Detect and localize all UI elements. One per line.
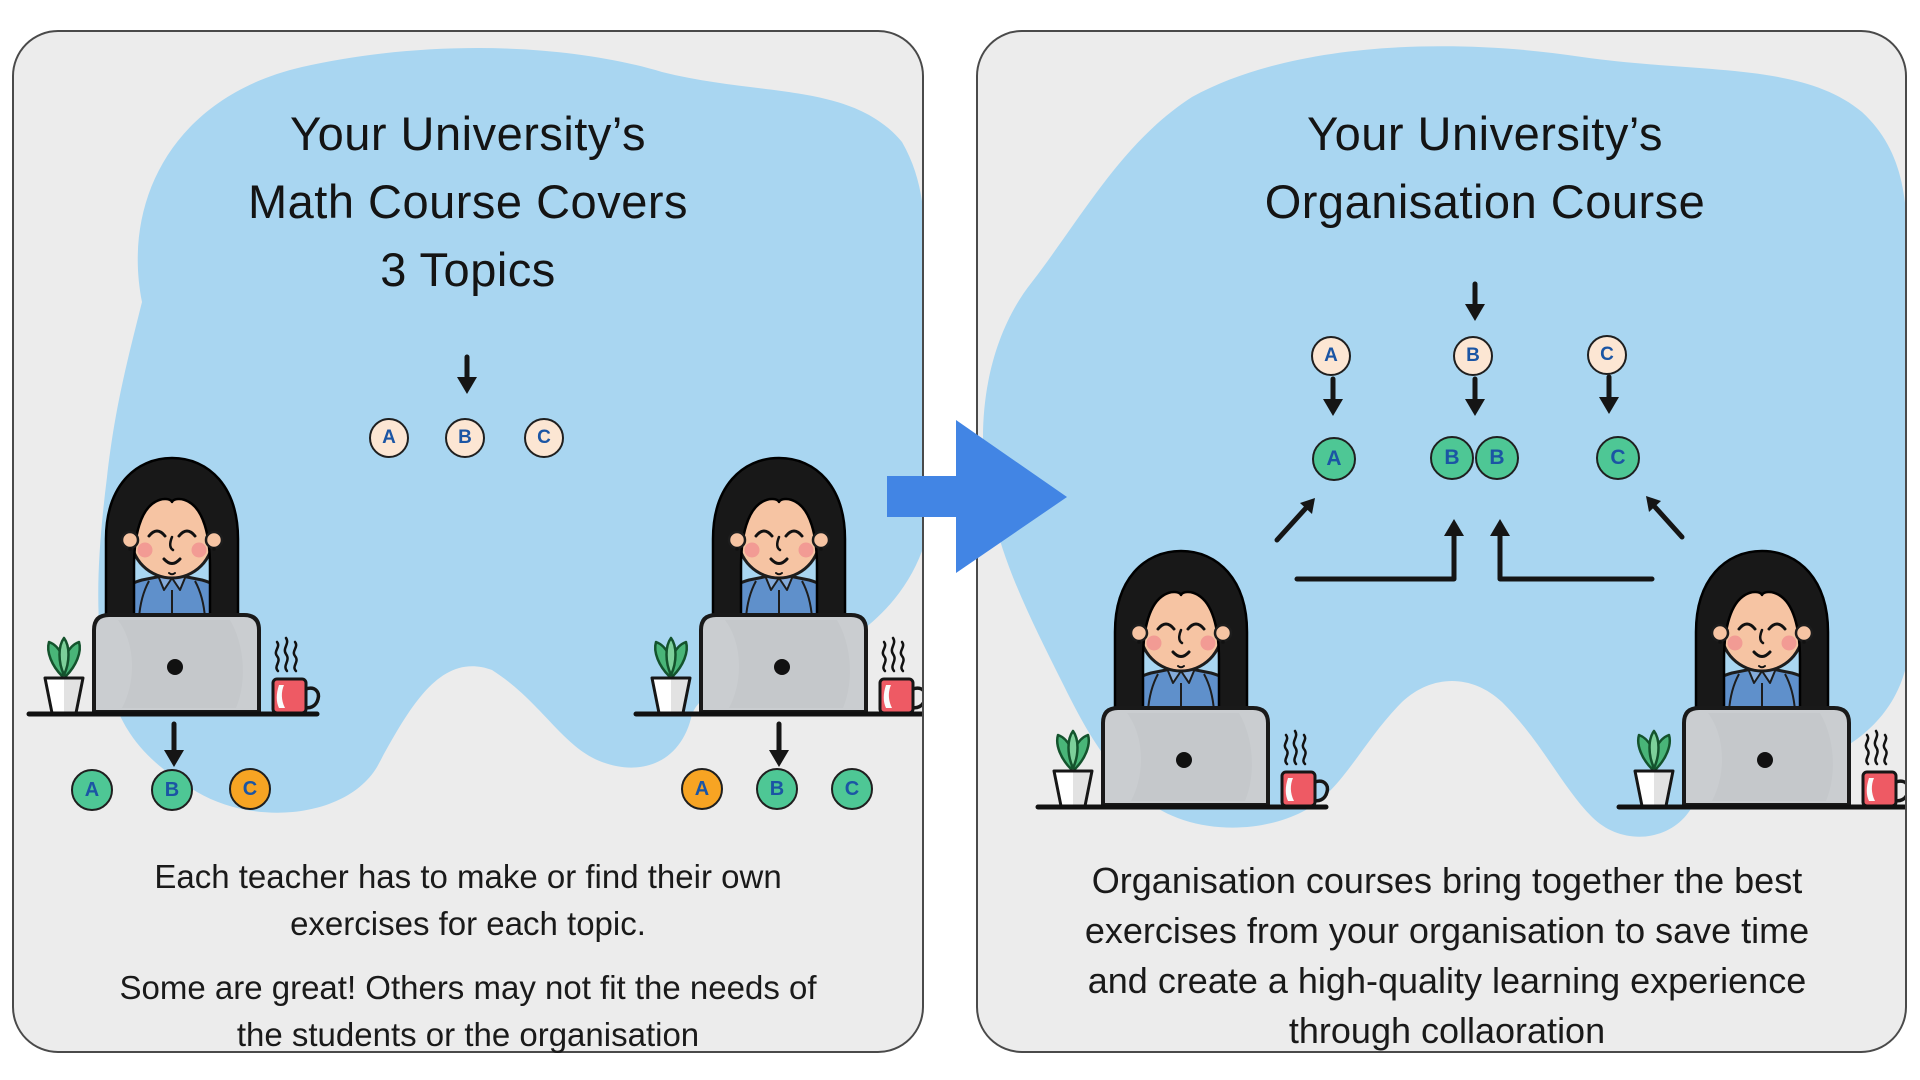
down-arrow-icon <box>457 354 477 394</box>
down-arrow-icon <box>164 721 184 767</box>
topic-circle-a: A <box>369 418 409 458</box>
topic-circle-b: B <box>445 418 485 458</box>
source-topic-circle-c: C <box>1587 335 1627 375</box>
diagonal-arrow-icon <box>1274 498 1315 543</box>
source-topic-circle-b: B <box>1453 336 1493 376</box>
down-arrow-icon <box>1465 281 1485 321</box>
caption-line: exercises from your organisation to save… <box>1084 910 1810 951</box>
title-line: 3 Topics <box>380 243 556 296</box>
left-panel-math-course <box>12 30 924 1053</box>
left-panel-title: Your University’s Math Course Covers 3 T… <box>68 100 868 304</box>
title-line: Your University’s <box>290 107 646 160</box>
caption-line: through collaoration <box>1288 1010 1606 1051</box>
title-line: Organisation Course <box>1264 175 1706 228</box>
down-arrow-icon <box>1599 374 1619 414</box>
caption-line: and create a high-quality learning exper… <box>1087 960 1807 1001</box>
down-arrow-icon <box>769 721 789 767</box>
exercise-circle-a: A <box>681 768 723 810</box>
left-panel-caption-2: Some are great! Others may not fit the n… <box>18 964 918 1058</box>
source-topic-circle-a: A <box>1311 336 1351 376</box>
elbow-arrow-icon <box>1294 519 1464 582</box>
exercise-circle-a: A <box>71 769 113 811</box>
exercise-circle-c: C <box>831 768 873 810</box>
title-line: Math Course Covers <box>248 175 688 228</box>
left-panel-caption-1: Each teacher has to make or find their o… <box>18 853 918 947</box>
elbow-arrow-icon <box>1490 519 1655 582</box>
down-arrow-icon <box>1465 376 1485 416</box>
exercise-circle-b: B <box>756 768 798 810</box>
caption-line: Some are great! Others may not fit the n… <box>119 969 817 1006</box>
caption-line: exercises for each topic. <box>290 905 646 942</box>
exercise-circle-c: C <box>229 768 271 810</box>
caption-line: Organisation courses bring together the … <box>1091 860 1803 901</box>
right-panel-title: Your University’s Organisation Course <box>1085 100 1885 236</box>
merged-topic-circle-a: A <box>1312 437 1356 481</box>
merged-topic-circle-b1: B <box>1430 436 1474 480</box>
down-arrow-icon <box>1323 376 1343 416</box>
merged-topic-circle-c: C <box>1596 436 1640 480</box>
title-line: Your University’s <box>1307 107 1663 160</box>
topic-circle-c: C <box>524 418 564 458</box>
caption-line: Each teacher has to make or find their o… <box>154 858 782 895</box>
diagonal-arrow-icon <box>1646 496 1685 540</box>
exercise-circle-b: B <box>151 769 193 811</box>
caption-line: the students or the organisation <box>236 1016 700 1053</box>
right-panel-caption: Organisation courses bring together the … <box>997 856 1897 1056</box>
left-panel-artwork <box>14 48 922 813</box>
merged-topic-circle-b2: B <box>1475 436 1519 480</box>
